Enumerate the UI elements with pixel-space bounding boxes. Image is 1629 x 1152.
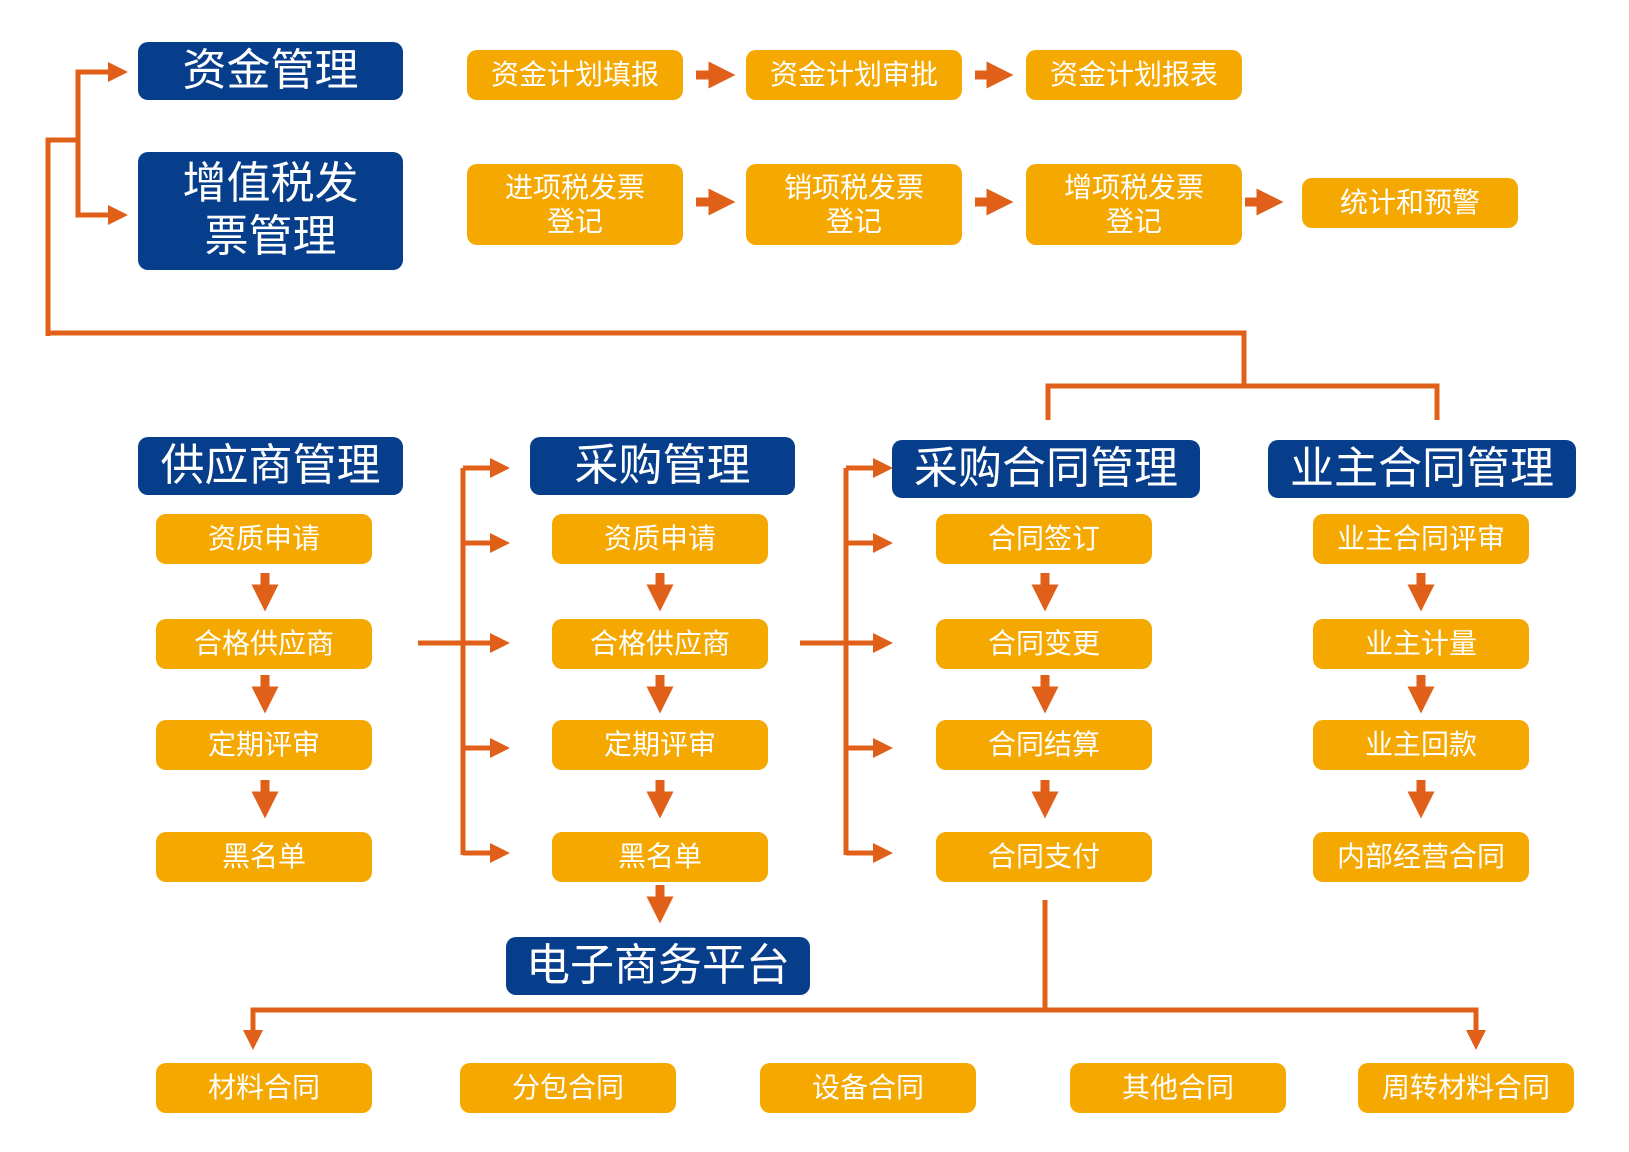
owner-contract-step-4-label: 内部经营合同: [1336, 840, 1505, 874]
owner-contract-step-1[interactable]: 业主合同评审: [1313, 514, 1529, 564]
owner-contract-step-1-label: 业主合同评审: [1336, 522, 1505, 556]
connector-main-horizontal: [48, 330, 1247, 386]
supplier-step-3-label: 定期评审: [207, 728, 320, 762]
supplier-step-4[interactable]: 黑名单: [156, 832, 372, 882]
vat-step-4-label: 统计和预警: [1339, 186, 1480, 220]
vat-step-4[interactable]: 统计和预警: [1302, 178, 1518, 228]
fund-management-title: 资金管理: [182, 44, 359, 96]
contract-type-3[interactable]: 设备合同: [760, 1063, 976, 1113]
procurement-step-3[interactable]: 定期评审: [552, 720, 768, 770]
contract-type-2-label: 分包合同: [511, 1071, 624, 1105]
connector-main-trunk: [45, 137, 78, 336]
fund-step-3-label: 资金计划报表: [1049, 58, 1218, 92]
contract-type-4-label: 其他合同: [1121, 1071, 1234, 1105]
procurement-step-3-label: 定期评审: [603, 728, 716, 762]
purchase-contract-step-1[interactable]: 合同签订: [936, 514, 1152, 564]
contract-type-3-label: 设备合同: [811, 1071, 924, 1105]
supplier-management-title: 供应商管理: [160, 439, 381, 491]
purchase-contract-step-3[interactable]: 合同结算: [936, 720, 1152, 770]
vat-step-2-line1: 销项税发票: [783, 170, 924, 204]
connector-branch-contracts: [1045, 383, 1440, 420]
vat-step-3-line2: 登记: [1105, 204, 1162, 238]
supplier-step-2-label: 合格供应商: [193, 627, 334, 661]
owner-contract-header[interactable]: 业主合同管理: [1268, 440, 1576, 498]
contract-type-2[interactable]: 分包合同: [460, 1063, 676, 1113]
fund-step-1[interactable]: 资金计划填报: [467, 50, 683, 100]
owner-contract-title: 业主合同管理: [1290, 442, 1554, 494]
purchase-contract-header[interactable]: 采购合同管理: [892, 440, 1200, 498]
connector-to-vat: [75, 140, 128, 225]
vat-step-3[interactable]: 增项税发票 登记: [1026, 164, 1242, 245]
vat-management-header[interactable]: 增值税发 票管理: [138, 152, 403, 270]
supplier-step-4-label: 黑名单: [221, 840, 306, 874]
owner-contract-step-2[interactable]: 业主计量: [1313, 619, 1529, 669]
vat-step-2-line2: 登记: [825, 204, 882, 238]
supplier-step-2[interactable]: 合格供应商: [156, 619, 372, 669]
contract-type-4[interactable]: 其他合同: [1070, 1063, 1286, 1113]
purchase-contract-step-1-label: 合同签订: [987, 522, 1100, 556]
procurement-management-header[interactable]: 采购管理: [530, 437, 795, 495]
vat-title-line2: 票管理: [204, 211, 337, 262]
purchase-contract-title: 采购合同管理: [914, 442, 1178, 494]
supplier-step-1[interactable]: 资质申请: [156, 514, 372, 564]
procurement-step-2-label: 合格供应商: [589, 627, 730, 661]
contract-type-5[interactable]: 周转材料合同: [1358, 1063, 1574, 1113]
contract-type-1-label: 材料合同: [207, 1071, 320, 1105]
procurement-step-1-label: 资质申请: [603, 522, 716, 556]
procurement-step-4[interactable]: 黑名单: [552, 832, 768, 882]
procurement-step-4-label: 黑名单: [617, 840, 702, 874]
purchase-contract-step-2[interactable]: 合同变更: [936, 619, 1152, 669]
supplier-step-3[interactable]: 定期评审: [156, 720, 372, 770]
vat-step-1[interactable]: 进项税发票 登记: [467, 164, 683, 245]
vat-step-3-line1: 增项税发票: [1063, 170, 1204, 204]
fund-step-3[interactable]: 资金计划报表: [1026, 50, 1242, 100]
supplier-step-1-label: 资质申请: [207, 522, 320, 556]
owner-contract-step-3-label: 业主回款: [1364, 728, 1477, 762]
purchase-contract-step-4-label: 合同支付: [987, 840, 1100, 874]
vat-step-1-line1: 进项税发票: [504, 170, 645, 204]
ecommerce-platform-label: 电子商务平台: [526, 939, 790, 991]
ecommerce-platform[interactable]: 电子商务平台: [506, 937, 810, 995]
fund-management-header[interactable]: 资金管理: [138, 42, 403, 100]
owner-contract-step-4[interactable]: 内部经营合同: [1313, 832, 1529, 882]
purchase-contract-step-2-label: 合同变更: [987, 627, 1100, 661]
procurement-management-title: 采购管理: [574, 439, 751, 491]
owner-contract-step-2-label: 业主计量: [1364, 627, 1477, 661]
contract-type-1[interactable]: 材料合同: [156, 1063, 372, 1113]
purchase-contract-step-3-label: 合同结算: [987, 728, 1100, 762]
vat-title-line1: 增值税发: [182, 158, 359, 210]
purchase-contract-step-4[interactable]: 合同支付: [936, 832, 1152, 882]
procurement-step-2[interactable]: 合格供应商: [552, 619, 768, 669]
vat-step-2[interactable]: 销项税发票 登记: [746, 164, 962, 245]
connector-to-fund: [75, 62, 128, 140]
contract-type-5-label: 周转材料合同: [1381, 1071, 1550, 1105]
fund-step-2-label: 资金计划审批: [769, 58, 938, 92]
owner-contract-step-3[interactable]: 业主回款: [1313, 720, 1529, 770]
fund-step-2[interactable]: 资金计划审批: [746, 50, 962, 100]
supplier-management-header[interactable]: 供应商管理: [138, 437, 403, 495]
fund-step-1-label: 资金计划填报: [490, 58, 659, 92]
vat-step-1-line2: 登记: [546, 204, 603, 238]
procurement-step-1[interactable]: 资质申请: [552, 514, 768, 564]
